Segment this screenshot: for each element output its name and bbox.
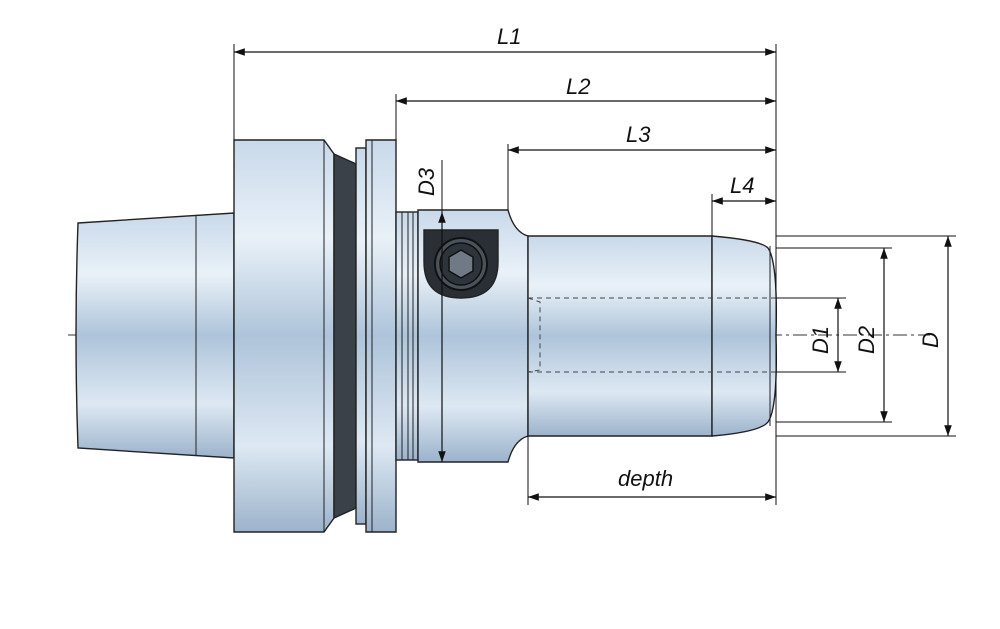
l3-label: L3 (626, 122, 651, 147)
groove-ring (355, 147, 367, 525)
d1-label: D1 (808, 326, 833, 354)
l4-label: L4 (730, 173, 754, 198)
l1-label: L1 (497, 24, 521, 49)
bore-end-hidden (527, 297, 541, 373)
hex-socket-icon (448, 249, 474, 279)
threaded-collar (395, 211, 419, 461)
d3-label: D3 (414, 167, 439, 196)
d2-label: D2 (854, 326, 879, 354)
second-flange (365, 139, 397, 533)
v-groove (333, 152, 357, 520)
nose-taper (711, 235, 778, 437)
shaft (527, 235, 713, 437)
l2-label: L2 (566, 74, 590, 99)
depth-label: depth (618, 466, 673, 491)
main-flange (233, 139, 335, 533)
taper-shank (75, 212, 235, 459)
d-label: D (918, 332, 943, 348)
